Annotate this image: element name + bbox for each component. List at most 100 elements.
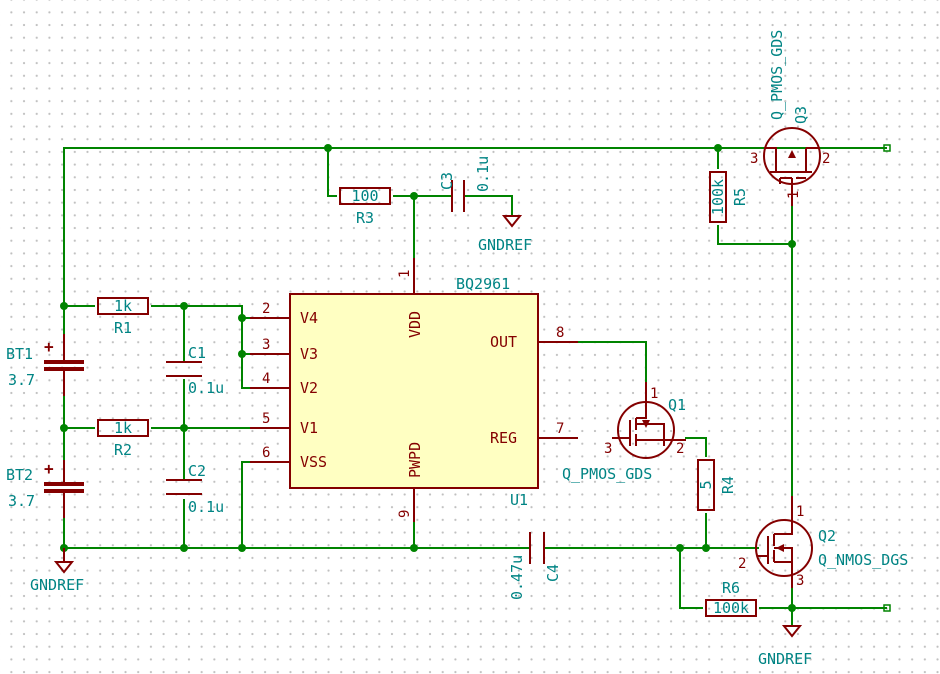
junction-dot xyxy=(324,144,332,152)
junction-dot xyxy=(60,424,68,432)
pin-name: V4 xyxy=(300,309,318,327)
ground-label: GNDREF xyxy=(30,576,84,594)
pin-number: 9 xyxy=(397,510,413,518)
wire-c3-gnd xyxy=(465,195,513,217)
resistor-r5[interactable]: 100k R5 xyxy=(709,171,749,223)
capacitor-plates xyxy=(166,479,202,495)
capacitor-value: 0.1u xyxy=(474,156,492,192)
ground-label: GNDREF xyxy=(758,650,812,668)
junction-dot xyxy=(60,302,68,310)
pin-number: 3 xyxy=(750,151,758,167)
capacitor-c2[interactable]: C2 0.1u xyxy=(166,462,224,516)
ground-gnd1: GNDREF xyxy=(30,548,84,594)
pin-number: 2 xyxy=(676,441,684,457)
junction-dot xyxy=(180,544,188,552)
transistor-ref: Q2 xyxy=(818,527,836,545)
capacitor-ref: C4 xyxy=(544,564,562,582)
pin-number: 3 xyxy=(796,573,804,589)
wire-r6-left xyxy=(679,547,703,609)
pin-number: 1 xyxy=(397,270,413,278)
pin-number: 2 xyxy=(738,556,746,572)
transistor-q1[interactable]: 1 3 2 Q1 Q_PMOS_GDS xyxy=(562,382,686,483)
pin-number: 4 xyxy=(262,371,270,387)
resistor-r2[interactable]: 1k R2 xyxy=(97,419,149,459)
ic-ref-label: U1 xyxy=(510,491,528,509)
pin-number: 6 xyxy=(262,445,270,461)
junction-dot xyxy=(238,350,246,358)
ground-label: GNDREF xyxy=(478,236,532,254)
transistor-q3[interactable]: 3 2 1 Q3 Q_PMOS_GDS xyxy=(750,30,830,206)
junction-dot xyxy=(702,544,710,552)
battery-plate xyxy=(44,489,84,493)
capacitor-plates xyxy=(166,361,202,377)
wire-r5-bottom xyxy=(717,225,793,245)
pin-name: V1 xyxy=(300,419,318,437)
capacitor-value: 0.1u xyxy=(188,498,224,516)
transistor-ref: Q3 xyxy=(792,106,810,124)
pin-name: V3 xyxy=(300,345,318,363)
resistor-body xyxy=(339,187,391,205)
junction-dot xyxy=(180,302,188,310)
transistor-value: Q_NMOS_DGS xyxy=(818,551,908,569)
resistor-value: 5 xyxy=(697,480,715,489)
capacitor-c4[interactable]: C4 0.47u xyxy=(508,532,562,600)
plus-icon: + xyxy=(44,337,54,356)
resistor-body xyxy=(97,297,149,315)
capacitor-value: 0.47u xyxy=(508,555,526,600)
resistor-body xyxy=(709,171,727,223)
transistor-body xyxy=(755,519,813,577)
resistor-value: 100 xyxy=(351,187,378,205)
ic-u1[interactable]: 2 3 4 5 6 8 7 1 9 V4 V3 V2 V1 VSS OUT RE… xyxy=(250,258,578,522)
wire-v4-v3 xyxy=(241,317,251,355)
wire-out-q1 xyxy=(577,341,647,383)
battery-plate xyxy=(44,367,84,371)
junction-dot xyxy=(410,544,418,552)
junctions xyxy=(60,144,796,612)
capacitor-c3[interactable]: C3 0.1u xyxy=(438,156,492,212)
ground-gnd3: GNDREF xyxy=(758,625,812,668)
resistor-r4[interactable]: 5 R4 xyxy=(697,459,737,511)
junction-dot xyxy=(788,604,796,612)
resistor-body xyxy=(705,599,757,617)
transistor-value: Q_PMOS_GDS xyxy=(768,30,786,120)
resistor-ref: R5 xyxy=(731,188,749,206)
ic-pins xyxy=(250,258,578,522)
capacitor-c1[interactable]: C1 0.1u xyxy=(166,344,224,397)
arrow-icon xyxy=(776,544,784,552)
battery-bt1[interactable]: + BT1 3.7 xyxy=(6,334,84,396)
wire-terminal xyxy=(883,604,891,612)
battery-bt2[interactable]: + BT2 3.7 xyxy=(6,459,84,518)
pin-number: 1 xyxy=(650,386,658,402)
capacitor-value: 0.1u xyxy=(188,379,224,397)
transistor-q2[interactable]: 1 2 3 Q2 Q_NMOS_DGS xyxy=(738,496,908,589)
battery-plate xyxy=(44,360,84,364)
resistor-r3[interactable]: 100 R3 xyxy=(339,187,391,227)
resistor-value: 100k xyxy=(713,599,749,617)
resistor-r1[interactable]: 1k R1 xyxy=(97,297,149,337)
pin-number: 3 xyxy=(262,337,270,353)
capacitor-ref: C2 xyxy=(188,462,206,480)
pin-number: 3 xyxy=(604,441,612,457)
pin-name: OUT xyxy=(490,333,517,351)
plus-icon: + xyxy=(44,459,54,478)
wire-r1-right xyxy=(151,305,251,319)
pin-name: PWPD xyxy=(406,442,424,478)
ground-gnd2: GNDREF xyxy=(478,215,532,254)
junction-dot xyxy=(238,314,246,322)
battery-plate xyxy=(44,482,84,486)
resistor-ref: R4 xyxy=(719,476,737,494)
wire-vss xyxy=(241,461,251,549)
ground-icon xyxy=(781,625,803,638)
wire-terminal xyxy=(883,144,891,152)
wire-r3-branch xyxy=(327,147,337,197)
capacitor-plates xyxy=(451,180,465,212)
pin-name: REG xyxy=(490,429,517,447)
arrow-icon xyxy=(788,150,796,158)
transistor-value: Q_PMOS_GDS xyxy=(562,465,652,483)
resistor-ref: R6 xyxy=(722,579,740,597)
junction-dot xyxy=(714,144,722,152)
resistor-ref: R1 xyxy=(114,319,132,337)
pin-number: 1 xyxy=(796,504,804,520)
resistor-r6[interactable]: 100k R6 xyxy=(705,579,757,617)
junction-dot xyxy=(676,544,684,552)
